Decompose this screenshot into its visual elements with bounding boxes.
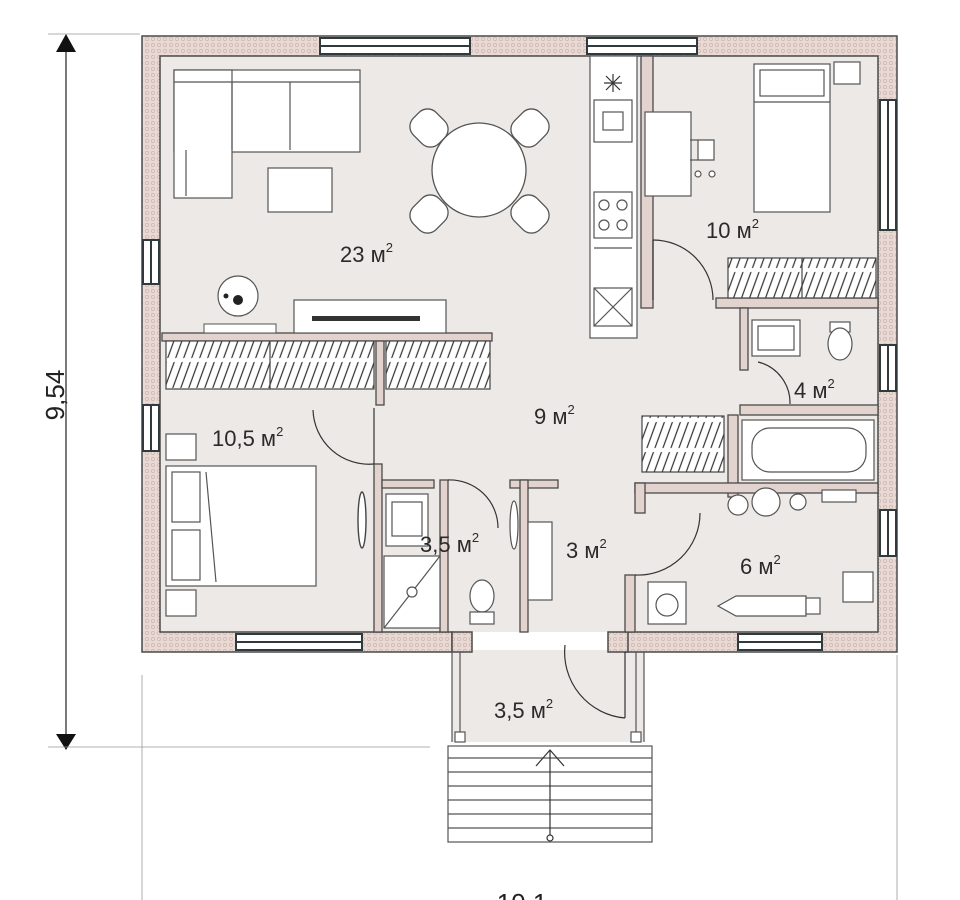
height-dimension-label: 9,54 [40, 370, 70, 421]
mirror [357, 491, 367, 549]
bathtub [741, 419, 875, 481]
width-dimension-label: 10,1 [497, 888, 548, 900]
closet-hall [641, 415, 725, 473]
wc-fixtures [751, 319, 853, 361]
porch [451, 652, 645, 743]
entrance-stairs [447, 745, 653, 843]
side-shelf [203, 323, 277, 334]
height-dimension: 9,54 [40, 33, 430, 750]
room-area-bedroom-sw: 10,5 м2 [212, 424, 283, 451]
porch-floor [452, 650, 644, 742]
room-area-hall: 9 м2 [534, 402, 575, 429]
single-bed [753, 61, 861, 213]
double-bed [165, 433, 317, 617]
room-area-bath-small: 3,5 м2 [420, 530, 479, 557]
room-labels: 23 м2 10 м2 4 м2 9 м2 10,5 м2 3,5 м2 3 м… [212, 216, 835, 723]
interior-walls [161, 55, 879, 633]
tv-unit [293, 299, 447, 334]
sofa [173, 69, 361, 199]
small-bath-fixtures [383, 493, 519, 629]
room-area-bedroom-ne: 10 м2 [706, 216, 759, 243]
room-area-living: 23 м2 [340, 240, 393, 267]
width-dimension: 10,1 [141, 655, 898, 900]
doors [312, 239, 791, 719]
desk [644, 111, 716, 197]
coffee-table [267, 167, 333, 213]
hood-icon [604, 74, 622, 92]
room-area-utility: 6 м2 [740, 552, 781, 579]
room-area-wc: 4 м2 [794, 376, 835, 403]
storage-shelf [527, 521, 553, 601]
dining-table [409, 108, 550, 234]
room-area-porch: 3,5 м2 [494, 696, 553, 723]
closet-ne [727, 257, 877, 299]
kitchen-counter [589, 55, 638, 339]
utility-fixtures [647, 487, 874, 625]
room-area-storage: 3 м2 [566, 536, 607, 563]
floor-lamp [217, 275, 259, 317]
closet-sw [165, 340, 491, 390]
